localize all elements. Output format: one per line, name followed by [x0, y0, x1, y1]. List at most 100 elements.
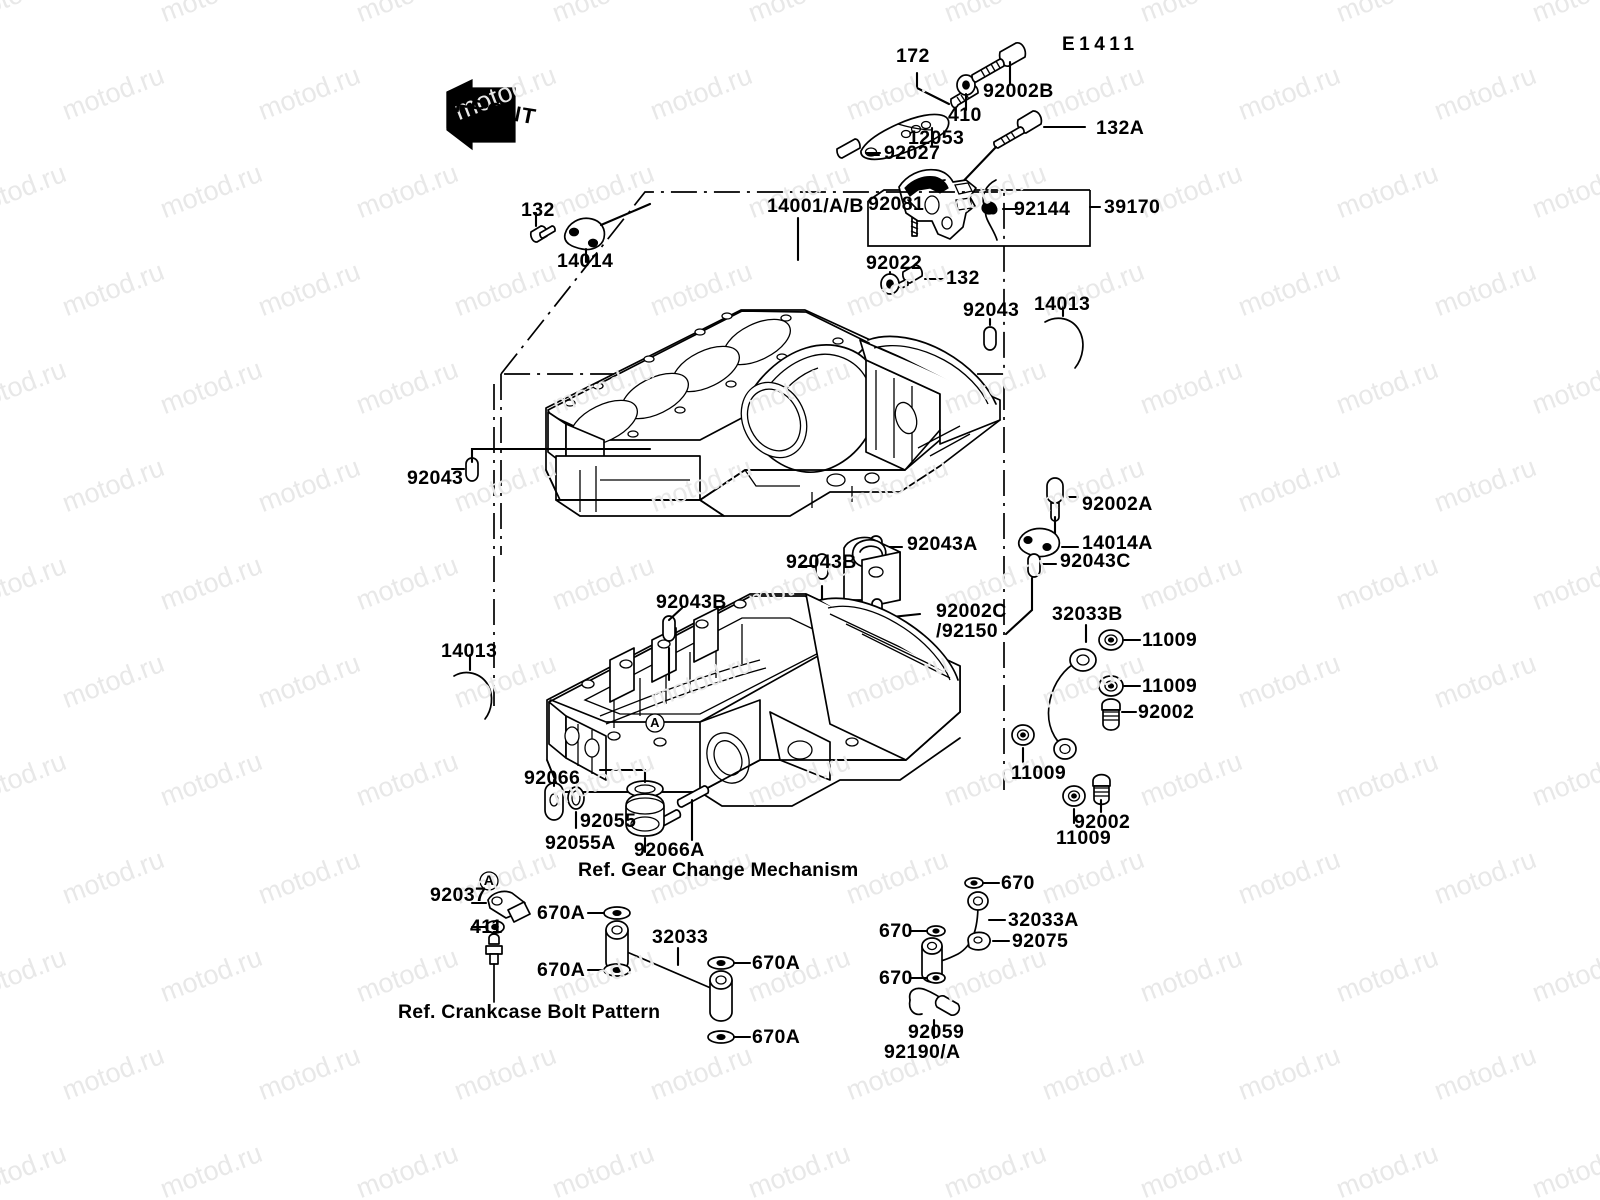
label-92066: 92066	[524, 767, 581, 789]
label-92043C: 92043C	[1060, 550, 1131, 572]
part-39170-bracket	[898, 168, 977, 240]
label-14001-a-b: 14001/A/B	[767, 195, 864, 217]
label-92055A: 92055A	[545, 832, 616, 854]
label-14014: 14014	[557, 250, 614, 272]
label-92002-d: 92002	[1074, 811, 1131, 833]
label-11009-c: 11009	[1011, 762, 1067, 784]
label-172: 172	[896, 45, 930, 67]
label-670-2: 670	[879, 920, 913, 942]
part-670-washer-2	[909, 925, 946, 937]
part-92059-92190A-hose	[908, 987, 961, 1040]
label-32033A: 32033A	[1008, 909, 1079, 931]
label-92075: 92075	[1012, 930, 1069, 952]
part-14014-bracket	[563, 202, 652, 264]
label-11009-d: 11009	[1056, 827, 1112, 849]
label-670-1: 670	[1001, 872, 1035, 894]
label-14014A: 14014A	[1082, 532, 1153, 554]
part-11009-gasket-a	[1098, 629, 1142, 651]
part-92066-plug	[544, 778, 564, 821]
part-670-washer-3	[909, 972, 946, 984]
label-12053: 12053	[908, 127, 965, 149]
part-92055-oring	[598, 768, 664, 798]
label-132-top-left: 132	[521, 199, 555, 221]
label-92022: 92022	[866, 252, 923, 274]
part-92002B-bolt	[971, 42, 1027, 86]
label-670-3: 670	[879, 967, 913, 989]
label-92043-right: 92043	[963, 299, 1020, 321]
label-92002A: 92002A	[1082, 493, 1153, 515]
part-92037-clamp	[470, 890, 531, 923]
label-11009-b: 11009	[1142, 675, 1198, 697]
part-11009-gasket-d	[1062, 785, 1086, 825]
label-92002B: 92002B	[983, 80, 1054, 102]
label-670A-3: 670A	[752, 952, 801, 974]
part-670-washer-1	[964, 877, 1001, 889]
part-32033A-pipe	[921, 891, 1007, 983]
part-670A-washer-3	[707, 956, 752, 970]
part-92144-spring	[981, 179, 1018, 241]
label-670A-4: 670A	[752, 1026, 801, 1048]
upper-crankcase-body	[545, 309, 1001, 517]
part-132A-bolt	[950, 110, 1087, 195]
callout-A-text-lower: A	[650, 715, 660, 730]
part-92043C-stud	[1004, 553, 1058, 636]
label-92002C: 92002C	[936, 600, 1007, 622]
part-92002-banjo-bolt-d	[1092, 773, 1111, 814]
part-92022-washer	[880, 270, 900, 295]
label-411: 411	[470, 916, 503, 938]
label-92059: 92059	[908, 1021, 965, 1043]
label-92043-left: 92043	[407, 467, 464, 489]
label-92043A: 92043A	[907, 533, 978, 555]
label-92081: 92081	[868, 193, 925, 215]
part-11009-gasket-b	[1098, 675, 1142, 697]
label-92027: 92027	[884, 142, 941, 164]
lower-crankcase-body	[546, 593, 961, 842]
label-92144: 92144	[1014, 198, 1071, 220]
label-92037: 92037	[430, 884, 487, 906]
label-92190A: 92190/A	[884, 1041, 961, 1063]
part-132-left-bolt	[529, 211, 556, 243]
part-670A-washer-2	[586, 963, 631, 977]
note-ref-gear-change: Ref. Gear Change Mechanism	[578, 859, 859, 881]
part-bearing-cap	[843, 536, 901, 609]
note-ref-crankcase-bolt: Ref. Crankcase Bolt Pattern	[398, 1001, 661, 1023]
label-670A-2: 670A	[537, 959, 586, 981]
part-14013-right-seal	[1044, 304, 1084, 369]
group-outline-upper	[499, 191, 1005, 555]
part-411-washer	[470, 920, 505, 934]
part-bolt-pattern-screw	[485, 933, 503, 1003]
front-arrow-banner	[446, 79, 516, 170]
label-92066A: 92066A	[634, 839, 705, 861]
label-92055: 92055	[580, 810, 637, 832]
label-14013-left: 14013	[441, 640, 498, 662]
label-132-mid: 132	[946, 267, 980, 289]
part-670A-washer-4	[707, 1030, 752, 1044]
callout-A-bolt-pattern	[479, 871, 499, 891]
label-670A-1: 670A	[537, 902, 586, 924]
part-32033-pipe	[605, 920, 733, 1022]
part-92043-left-stud	[450, 447, 652, 482]
part-92066A-plug	[625, 793, 665, 854]
part-410-washer	[956, 74, 976, 112]
part-92002A-bolt	[1046, 477, 1080, 537]
part-92075-damper	[967, 931, 1011, 951]
label-92043B-right: 92043B	[786, 551, 857, 573]
part-132-mid-bolt	[898, 264, 945, 289]
part-92002-banjo-bolt-r	[1101, 698, 1138, 731]
label-92150: /92150	[936, 620, 999, 642]
label-14013-right: 14013	[1034, 293, 1091, 315]
part-670A-washer-1	[586, 906, 631, 920]
part-92027-pin	[836, 138, 882, 159]
diagram-code: E1411	[1062, 34, 1139, 55]
part-12053-lever	[860, 113, 950, 161]
callout-A-text-bolt: A	[483, 872, 495, 888]
part-92055A-oring	[567, 786, 585, 830]
part-92043B-left-stud	[662, 606, 684, 682]
part-11009-gasket-c	[1011, 724, 1035, 764]
label-11009-a: 11009	[1142, 629, 1198, 651]
part-14014A-bracket	[1017, 527, 1080, 558]
label-132A: 132A	[1096, 117, 1145, 139]
label-92043B-left: 92043B	[656, 591, 727, 613]
assembly-39170-box	[867, 189, 1102, 247]
